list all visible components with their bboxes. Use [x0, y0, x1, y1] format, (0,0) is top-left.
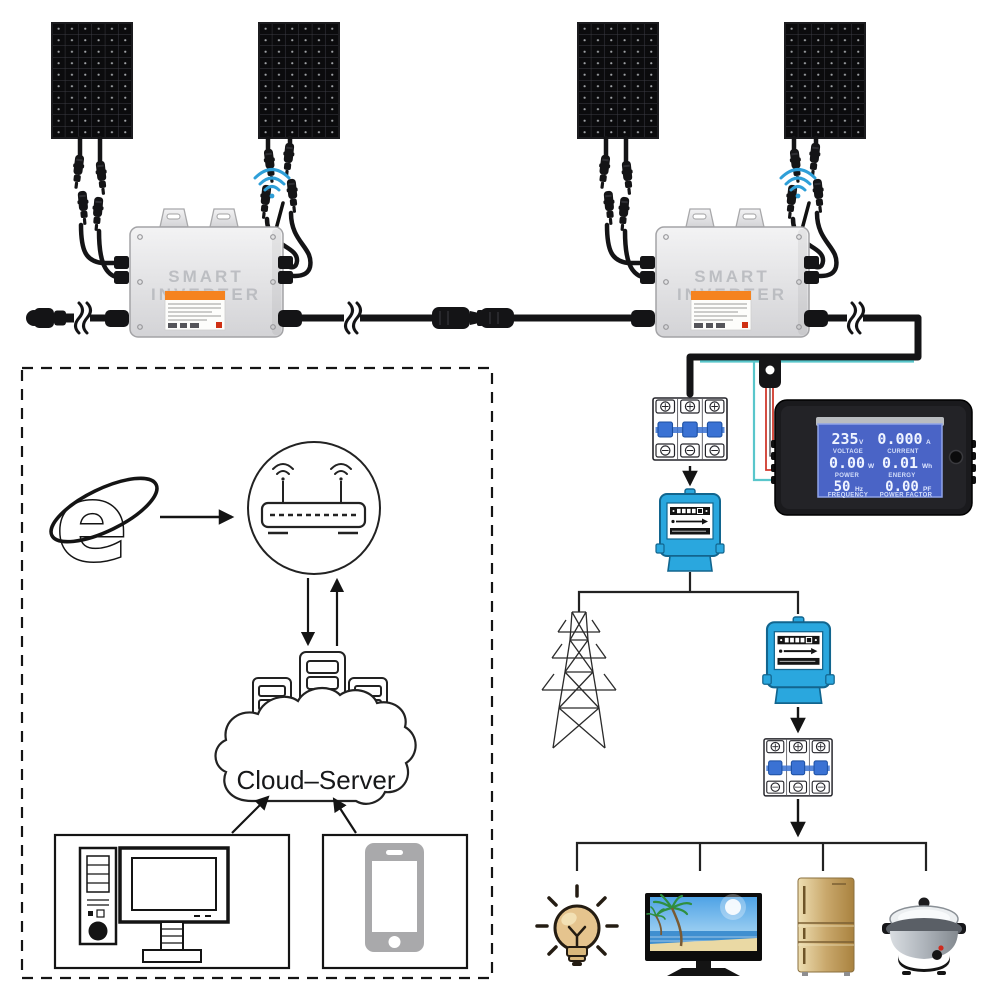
voltage-value: 235 [831, 430, 858, 448]
grid-bus-line [577, 590, 800, 614]
power-meter: 235 V 0.000 A VOLTAGE CURRENT 0.00 W 0.0… [771, 399, 976, 516]
power-label: POWER [835, 473, 860, 479]
arrow-phone-to-cloud [332, 797, 357, 834]
computer-box [53, 833, 291, 970]
circuit-breaker-1 [652, 397, 728, 461]
frequency-label: FREQUENCY [828, 493, 868, 499]
smartphone-icon [365, 843, 424, 952]
kwh-meter-2 [761, 615, 836, 705]
refrigerator-icon [797, 877, 855, 976]
pv-inverter-unit-1 [52, 23, 339, 337]
wifi-router-icon [247, 441, 381, 575]
power-value: 0.00 [829, 454, 865, 472]
current-label: CURRENT [887, 449, 918, 455]
ac-trunk-cable [36, 314, 922, 398]
cloud-server-label: Cloud–Server [237, 765, 396, 795]
cable-break-icon [845, 300, 865, 336]
frequency-unit: Hz [855, 486, 864, 493]
current-value: 0.000 [877, 430, 922, 448]
circuit-breaker-2 [763, 738, 833, 797]
internet-explorer-icon: e [49, 461, 159, 587]
voltage-unit: V [859, 439, 864, 446]
pv-inverter-unit-2 [578, 23, 865, 337]
meter-lcd [817, 423, 943, 498]
voltage-label: VOLTAGE [833, 449, 863, 455]
pf-label: POWER FACTOR [880, 493, 933, 499]
ct-clamp-icon [759, 356, 781, 388]
trunk-inline-connector [432, 307, 514, 329]
slow-cooker-icon [882, 897, 966, 975]
desktop-computer-icon [78, 846, 230, 963]
monitoring-section-box [20, 366, 494, 980]
energy-label: ENERGY [888, 473, 915, 479]
phone-box [321, 833, 469, 970]
energy-value: 0.01 [882, 454, 918, 472]
transmission-tower-icon [541, 611, 617, 749]
tv-icon [645, 893, 762, 976]
load-bus-line [575, 841, 928, 871]
cable-break-icon [342, 300, 362, 336]
frequency-value: 50 [834, 479, 851, 495]
current-unit: A [926, 439, 931, 446]
meter-button [948, 449, 964, 465]
power-unit: W [868, 463, 875, 470]
energy-unit: Wh [922, 463, 932, 470]
cable-break-icon [72, 300, 92, 336]
pf-unit: PF [923, 486, 931, 493]
pf-value: 0.00 [885, 479, 919, 495]
trunk-end-connector [26, 308, 74, 328]
arrow-computer-to-cloud [231, 795, 270, 834]
kwh-meter-1 [655, 488, 725, 572]
light-bulb-icon [535, 884, 619, 966]
cloud-shape: Cloud–Server [214, 687, 417, 805]
